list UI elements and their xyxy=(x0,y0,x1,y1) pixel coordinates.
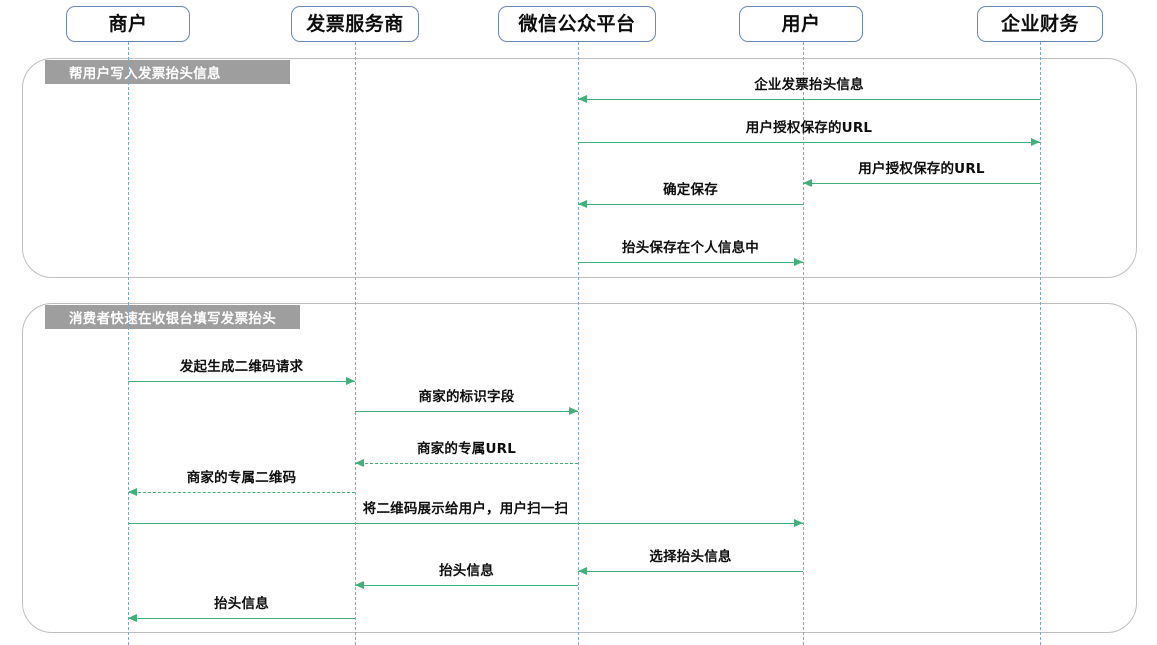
participant-label: 用户 xyxy=(781,12,821,35)
message-arrowhead-m8 xyxy=(355,459,364,468)
message-label-m8: 商家的专属URL xyxy=(416,441,517,457)
participant-invoice[interactable]: 发票服务商 xyxy=(291,6,419,42)
lifeline-invoice xyxy=(355,42,356,645)
message-arrowhead-m4 xyxy=(578,200,587,209)
message-label-m7: 商家的标识字段 xyxy=(418,389,515,405)
frame-title-label: 消费者快速在收银台填写发票抬头 xyxy=(69,311,276,327)
participant-wechat[interactable]: 微信公众平台 xyxy=(498,6,656,42)
message-arrowhead-m2 xyxy=(1031,138,1040,147)
message-arrowhead-m9 xyxy=(128,488,137,497)
message-label-m13: 抬头信息 xyxy=(214,596,269,612)
message-line-m6 xyxy=(128,381,355,382)
message-arrowhead-m5 xyxy=(794,258,803,267)
participant-label: 商户 xyxy=(108,12,148,35)
message-line-m12 xyxy=(355,585,578,586)
message-line-m2 xyxy=(578,142,1040,143)
message-label-m4: 确定保存 xyxy=(663,182,718,198)
participant-finance[interactable]: 企业财务 xyxy=(977,6,1103,42)
message-line-m13 xyxy=(128,618,355,619)
message-line-m3 xyxy=(803,183,1040,184)
message-line-m8 xyxy=(355,463,578,464)
message-line-m9 xyxy=(128,492,355,493)
message-line-m7 xyxy=(355,411,578,412)
message-label-m12: 抬头信息 xyxy=(439,563,494,579)
message-arrowhead-m11 xyxy=(578,567,587,576)
participant-merchant[interactable]: 商户 xyxy=(66,6,190,42)
message-label-m6: 发起生成二维码请求 xyxy=(179,359,304,375)
message-line-m1 xyxy=(578,99,1040,100)
message-line-m11 xyxy=(578,571,803,572)
lifeline-merchant xyxy=(128,42,129,645)
message-label-m5: 抬头保存在个人信息中 xyxy=(622,240,759,256)
message-arrowhead-m3 xyxy=(803,179,812,188)
message-arrowhead-m6 xyxy=(346,377,355,386)
frame-title-tab: 帮用户写入发票抬头信息 xyxy=(45,60,290,84)
message-line-m10 xyxy=(128,523,803,524)
lifeline-user xyxy=(803,42,804,645)
frame-title-tab: 消费者快速在收银台填写发票抬头 xyxy=(45,305,300,329)
message-line-m4 xyxy=(578,204,803,205)
message-label-m1: 企业发票抬头信息 xyxy=(754,77,864,93)
participant-label: 微信公众平台 xyxy=(518,12,636,35)
message-label-m10: 将二维码展示给用户，用户扫一扫 xyxy=(362,501,569,517)
message-line-m5 xyxy=(578,262,803,263)
message-arrowhead-m1 xyxy=(578,95,587,104)
participant-user[interactable]: 用户 xyxy=(739,6,863,42)
participant-label: 企业财务 xyxy=(1000,12,1079,35)
message-arrowhead-m12 xyxy=(355,581,364,590)
participant-label: 发票服务商 xyxy=(306,12,404,35)
lifeline-finance xyxy=(1040,42,1041,645)
message-arrowhead-m13 xyxy=(128,614,137,623)
message-label-m11: 选择抬头信息 xyxy=(649,549,732,565)
message-arrowhead-m10 xyxy=(794,519,803,528)
lifeline-wechat xyxy=(578,42,579,645)
message-label-m3: 用户授权保存的URL xyxy=(858,161,985,177)
diagram-frame xyxy=(22,58,1137,278)
frame-title-label: 帮用户写入发票抬头信息 xyxy=(69,66,221,82)
message-arrowhead-m7 xyxy=(569,407,578,416)
message-label-m9: 商家的专属二维码 xyxy=(186,470,297,486)
message-label-m2: 用户授权保存的URL xyxy=(745,120,873,136)
diagram-frame xyxy=(22,303,1137,633)
